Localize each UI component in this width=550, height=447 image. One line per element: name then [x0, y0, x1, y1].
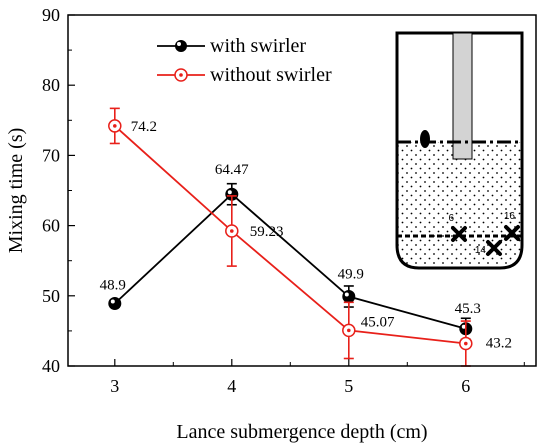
series-line [114, 125, 466, 345]
data-label: 43.2 [486, 336, 512, 352]
data-point-highlight [110, 299, 115, 304]
data-label: 74.2 [131, 119, 157, 135]
y-tick-label: 60 [42, 216, 60, 236]
data-point-highlight [344, 292, 349, 297]
measurement-point-cross [451, 226, 467, 242]
data-label: 49.9 [338, 267, 364, 283]
x-tick-label: 4 [227, 376, 236, 396]
y-axis-label: Mixing time (s) [5, 128, 27, 254]
y-tick-label: 70 [42, 145, 60, 165]
data-point-center [230, 229, 234, 233]
liquid-fill [397, 142, 522, 268]
data-label: 48.9 [100, 278, 126, 294]
series-1 [108, 107, 473, 367]
measurement-point-cross [486, 240, 502, 256]
lance [452, 32, 473, 160]
legend-marker [175, 40, 187, 52]
data-label: 45.3 [455, 301, 481, 317]
series-line [114, 193, 467, 330]
y-tick-label: 90 [42, 5, 60, 25]
inset-label: 16 [504, 211, 516, 222]
measurement-point-cross [504, 225, 520, 241]
data-point [342, 290, 356, 304]
data-point-center [113, 124, 117, 128]
series-0 [108, 182, 473, 341]
legend-marker-center [179, 73, 183, 77]
inset-label: 14 [475, 245, 487, 256]
data-label: 59.23 [250, 224, 284, 240]
data-point-highlight [227, 190, 232, 195]
data-label: 64.47 [215, 162, 249, 178]
plot-frame [67, 14, 537, 367]
inset-label: 6 [448, 213, 454, 224]
series-group [108, 107, 473, 367]
x-axis-label: Lance submergence depth (cm) [176, 421, 427, 443]
legend-label: with swirler [210, 35, 306, 57]
data-label: 45.07 [361, 314, 395, 330]
y-tick-label: 80 [42, 75, 60, 95]
x-tick-label: 3 [110, 376, 119, 396]
tank-inset-diagram: 6 16 14 [395, 31, 524, 270]
data-point-highlight [461, 324, 466, 329]
legend-marker-highlight [177, 42, 181, 46]
axis-ticks: 40 50 60 70 80 90 3 4 5 6 [42, 5, 525, 396]
legend-label: without swirler [210, 64, 332, 86]
data-labels: 48.9 64.47 49.9 45.3 74.2 59.23 45.07 43.2 [100, 119, 512, 352]
data-point-center [347, 328, 351, 333]
x-tick-label: 6 [461, 376, 470, 396]
tank-outline [395, 31, 524, 270]
x-tick-label: 5 [344, 376, 353, 396]
y-tick-label: 40 [42, 356, 60, 376]
data-point [108, 297, 122, 311]
legend: with swirler without swirler [157, 35, 332, 86]
data-point-center [464, 341, 468, 346]
y-tick-label: 50 [42, 286, 60, 306]
probe-marker [420, 130, 430, 148]
